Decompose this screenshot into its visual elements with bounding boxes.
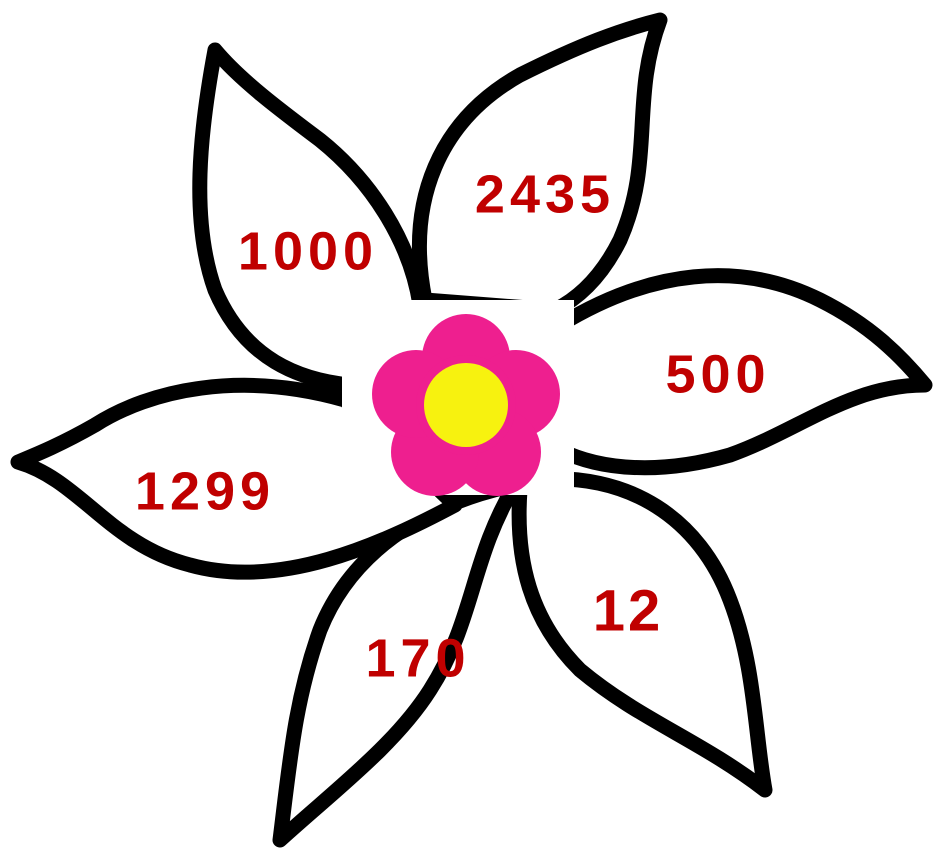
petal-number-top: 2435 bbox=[475, 164, 615, 224]
petal-number-left: 1299 bbox=[135, 461, 275, 521]
petal-number-lower-right: 12 bbox=[593, 578, 664, 643]
flower-core bbox=[424, 363, 508, 447]
petal-number-upper-left: 1000 bbox=[238, 221, 378, 281]
petal-number-bottom: 170 bbox=[365, 628, 470, 688]
petal-number-right: 500 bbox=[665, 344, 770, 404]
